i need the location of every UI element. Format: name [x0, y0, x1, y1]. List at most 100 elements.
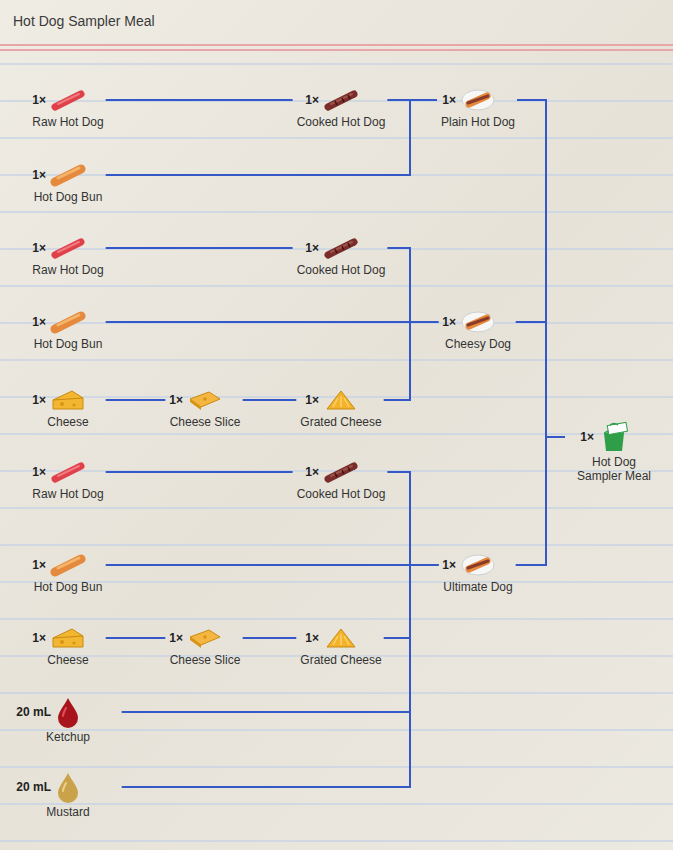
recipe-item: 20 mLKetchup [16, 696, 119, 744]
item-row: 1× [32, 162, 103, 188]
item-row: 1× [305, 235, 376, 261]
recipe-item: 1× Hot Dog Bun [32, 552, 103, 594]
raw-icon [50, 87, 86, 113]
connector [106, 321, 439, 323]
item-row: 1× [442, 552, 513, 578]
recipe-item: 1×Raw Hot Dog [32, 235, 103, 277]
item-label: Cooked Hot Dog [297, 487, 386, 501]
meal-icon [598, 421, 630, 453]
diagram-title: Hot Dog Sampler Meal [13, 13, 155, 29]
recipe-item: 20 mL Mustard [16, 771, 119, 819]
quantity: 1× [32, 393, 46, 407]
connector [106, 564, 439, 566]
cooked-icon [323, 235, 359, 261]
item-row: 1× [32, 459, 103, 485]
cheese-icon [50, 625, 86, 651]
quantity: 1× [442, 558, 456, 572]
slice-icon [187, 625, 223, 651]
item-label: Cooked Hot Dog [297, 263, 386, 277]
bun-icon [50, 309, 86, 335]
recipe-item: 1× Cooked Hot Dog [297, 87, 386, 129]
connector [106, 247, 293, 249]
item-label: Cheese [47, 653, 88, 667]
item-label: Hot Dog Bun [34, 580, 103, 594]
recipe-item: 1× Cooked Hot Dog [297, 235, 386, 277]
item-row: 1× [169, 625, 240, 651]
recipe-item: 1×Cheese [32, 387, 103, 429]
connector [122, 565, 439, 712]
item-row: 1× [442, 87, 513, 113]
connector [122, 565, 439, 787]
quantity: 1× [32, 631, 46, 645]
item-label: Grated Cheese [300, 653, 381, 667]
quantity: 1× [442, 315, 456, 329]
dog-icon [460, 309, 496, 335]
item-label: Ultimate Dog [443, 580, 512, 594]
recipe-item: 1× Grated Cheese [300, 625, 381, 667]
connector [516, 437, 565, 565]
item-label: Raw Hot Dog [32, 487, 103, 501]
item-label: Cheese [47, 415, 88, 429]
item-label: Cheese Slice [170, 653, 241, 667]
quantity: 1× [305, 631, 319, 645]
quantity: 1× [32, 465, 46, 479]
connector [106, 99, 293, 101]
cooked-icon [323, 87, 359, 113]
recipe-item: 1× Plain Hot Dog [441, 87, 515, 129]
item-label: Mustard [46, 805, 89, 819]
recipe-item: 1× Cheesy Dog [442, 309, 513, 351]
item-label: Cheesy Dog [445, 337, 511, 351]
item-label: Plain Hot Dog [441, 115, 515, 129]
connector [387, 248, 438, 322]
recipe-item: 1× Cheese Slice [169, 387, 240, 429]
recipe-item: 1× Ultimate Dog [442, 552, 513, 594]
item-row: 1× [580, 421, 647, 453]
quantity: 1× [169, 393, 183, 407]
connector [106, 637, 166, 639]
connector [517, 100, 565, 437]
quantity: 1× [32, 558, 46, 572]
item-label: Cooked Hot Dog [297, 115, 386, 129]
dog-icon [460, 87, 496, 113]
item-label: Cheese Slice [170, 415, 241, 429]
quantity: 1× [32, 93, 46, 107]
bun-icon [50, 552, 86, 578]
connector [106, 471, 293, 473]
quantity: 1× [442, 93, 456, 107]
slice-icon [187, 387, 223, 413]
item-label: Hot Dog Bun [34, 337, 103, 351]
recipe-item: 1× Raw Hot Dog [32, 87, 103, 129]
quantity: 1× [305, 393, 319, 407]
raw-icon [50, 459, 86, 485]
item-label: Raw Hot Dog [32, 115, 103, 129]
quantity: 20 mL [16, 705, 51, 719]
connector [516, 322, 565, 437]
item-row: 20 mL [16, 696, 119, 728]
recipe-item: 1×Hot Dog Sampler Meal [569, 421, 659, 483]
dog-icon [460, 552, 496, 578]
quantity: 20 mL [16, 780, 51, 794]
item-row: 1× [32, 552, 103, 578]
item-row: 1× [442, 309, 513, 335]
quantity: 1× [305, 93, 319, 107]
item-row: 1× [32, 87, 103, 113]
grated-icon [323, 625, 359, 651]
connector [106, 100, 437, 175]
cheese-icon [50, 387, 86, 413]
quantity: 1× [169, 631, 183, 645]
item-row: 1× [169, 387, 240, 413]
connector [384, 322, 439, 400]
quantity: 1× [305, 241, 319, 255]
recipe-item: 1×Grated Cheese [300, 387, 381, 429]
quantity: 1× [305, 465, 319, 479]
item-row: 1× [305, 387, 376, 413]
item-row: 1× [305, 625, 376, 651]
quantity: 1× [32, 168, 46, 182]
recipe-item: 1× Cooked Hot Dog [297, 459, 386, 501]
recipe-item: 1× Hot Dog Bun [32, 162, 103, 204]
recipe-item: 1× Raw Hot Dog [32, 459, 103, 501]
quantity: 1× [32, 241, 46, 255]
cooked-icon [323, 459, 359, 485]
connector [243, 399, 297, 401]
item-label: Hot Dog Bun [34, 190, 103, 204]
